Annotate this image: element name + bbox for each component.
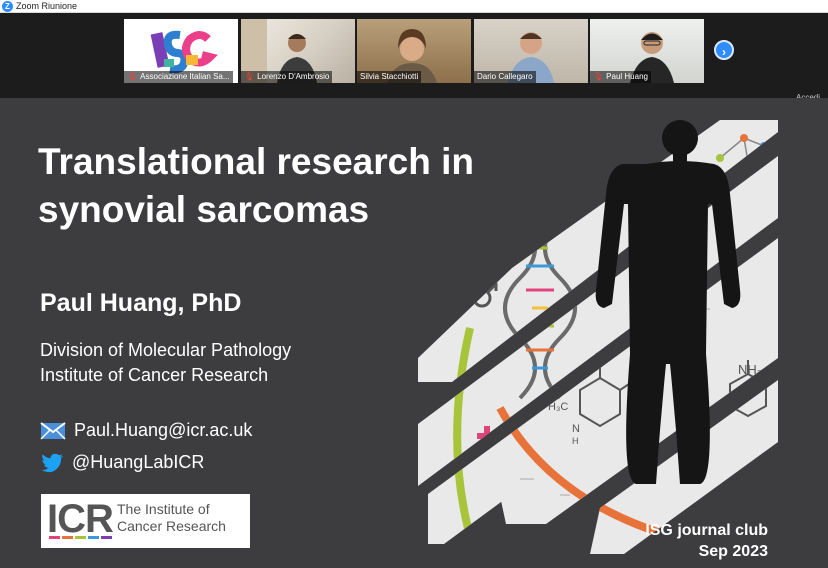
slide-title-line: Translational research in — [38, 141, 474, 182]
event-name: ISG journal club — [645, 522, 768, 539]
window-title: Zoom Riunione — [16, 1, 78, 11]
login-link[interactable]: Accedi — [796, 93, 820, 102]
participant-namebar: Silvia Stacchiotti — [357, 71, 422, 83]
participant-tile[interactable]: Dario Callegaro — [474, 19, 588, 83]
participant-tile[interactable]: 🎙 Associazione Italian Sa... — [124, 19, 238, 83]
twitter-contact: @HuangLabICR — [40, 452, 204, 473]
speaker-name: Paul Huang, PhD — [40, 289, 242, 317]
human-silhouette-icon — [595, 120, 741, 484]
window-title-bar: Z Zoom Riunione — [0, 0, 828, 13]
zoom-logo: Z — [2, 1, 13, 12]
slide-title-line: synovial sarcomas — [38, 189, 370, 230]
email-contact: Paul.Huang@icr.ac.uk — [40, 420, 252, 441]
participant-namebar: 🎙 Paul Huang — [590, 71, 651, 83]
participant-namebar: Dario Callegaro — [474, 71, 536, 83]
icr-name-line: The Institute of — [117, 501, 210, 517]
icr-logo: ICR The Institute of Cancer Research — [41, 494, 250, 548]
participant-name: Paul Huang — [606, 72, 648, 81]
nh2-label-top: NH₂ — [620, 150, 638, 161]
mic-muted-icon: 🎙 — [593, 72, 604, 81]
ch3-label: H₃C — [548, 401, 568, 413]
affiliation-line: Institute of Cancer Research — [40, 365, 269, 385]
participant-tile[interactable]: Silvia Stacchiotti — [357, 19, 471, 83]
participant-tile[interactable]: 🎙 Lorenzo D'Ambrosio — [241, 19, 355, 83]
participant-name: Silvia Stacchiotti — [360, 72, 419, 81]
email-text: Paul.Huang@icr.ac.uk — [74, 420, 253, 440]
envelope-icon — [40, 421, 66, 440]
icr-name-line: Cancer Research — [117, 518, 226, 534]
slide-artwork: NH₂ NH₂ H₃C O N H — [418, 120, 778, 554]
chevron-right-icon[interactable]: › — [714, 40, 734, 60]
twitter-bird-icon — [41, 453, 64, 472]
shared-slide: NH₂ NH₂ H₃C O N H Translational research… — [0, 98, 828, 568]
participant-tile[interactable]: 🎙 Paul Huang — [590, 19, 704, 83]
oxygen-label: O — [594, 351, 603, 363]
participant-name: Associazione Italian Sa... — [140, 72, 230, 81]
slide-title: Translational research in synovial sarco… — [38, 138, 558, 234]
icr-logo-bars — [49, 536, 112, 539]
participant-namebar: 🎙 Lorenzo D'Ambrosio — [241, 71, 333, 83]
participant-namebar: 🎙 Associazione Italian Sa... — [124, 71, 233, 83]
twitter-handle: @HuangLabICR — [72, 452, 205, 472]
nh2-label-right: NH₂ — [738, 362, 762, 377]
participant-name: Lorenzo D'Ambrosio — [257, 72, 330, 81]
mic-muted-icon: 🎙 — [244, 72, 255, 81]
mic-muted-icon: 🎙 — [127, 72, 138, 81]
icr-logo-letters: ICR — [47, 497, 114, 541]
participant-gallery: 🎙 Associazione Italian Sa... 🎙 Lorenzo D… — [0, 13, 828, 102]
icr-logo-name: The Institute of Cancer Research — [117, 501, 249, 535]
event-date: Sep 2023 — [698, 543, 768, 560]
hydrogen-label: H — [572, 436, 579, 446]
participant-name: Dario Callegaro — [477, 72, 533, 81]
nitrogen-label: N — [572, 423, 580, 435]
affiliation-line: Division of Molecular Pathology — [40, 340, 292, 360]
